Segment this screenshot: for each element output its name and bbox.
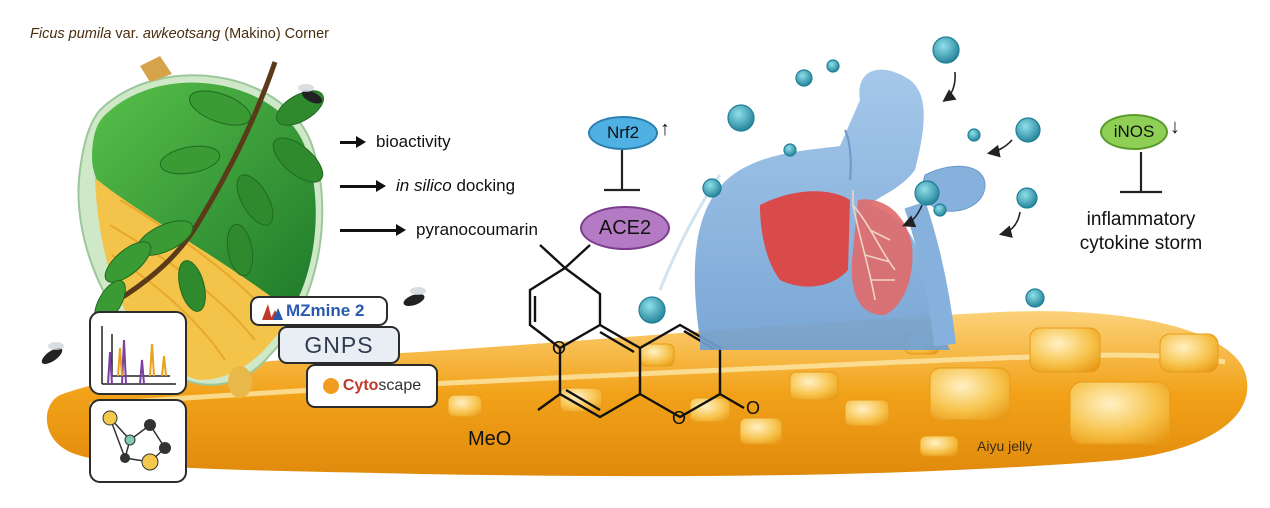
- cytoscape-label-b: scape: [378, 377, 422, 394]
- ring-oxygen: O: [552, 338, 567, 358]
- mzmine-peak-icon: [262, 304, 283, 320]
- species-epithet: awkeotsang: [142, 26, 221, 42]
- ace2-pill: ACE2: [580, 206, 670, 250]
- workflow-label: pyranocoumarin: [416, 220, 538, 239]
- species-genus: Ficus pumila: [30, 26, 112, 42]
- inos-down-arrow: ↓: [1170, 116, 1180, 138]
- lactone-oxygen: O: [672, 408, 687, 428]
- workflow-label: in silico docking: [396, 176, 515, 196]
- species-caption: Ficus pumila var. awkeotsang (Makino) Co…: [30, 26, 329, 42]
- species-author: (Makino) Corner: [220, 26, 329, 42]
- inhibition-nrf2-ace2: [604, 150, 640, 192]
- aiyu-jelly-label: Aiyu jelly: [977, 438, 1033, 454]
- mzmine-label: MZmine 2: [286, 301, 365, 320]
- pyranocoumarin-structure: [528, 244, 745, 419]
- jelly-highlight: [89, 352, 1226, 408]
- inos-pill: iNOS: [1100, 114, 1168, 150]
- virus-particles: [638, 36, 1045, 324]
- carbonyl-oxygen: O: [746, 398, 761, 418]
- gnps-logo: GNPS: [278, 326, 400, 364]
- cytoscape-icon: [322, 378, 339, 394]
- workflow-step-pyranocoumarin: pyranocoumarin: [340, 220, 538, 240]
- methoxy-label: MeO: [468, 428, 512, 450]
- arrow-icon: [340, 135, 366, 148]
- cytokine-storm-label: inflammatory cytokine storm: [1066, 208, 1216, 256]
- fig-branch: [94, 61, 324, 324]
- gnps-label: GNPS: [304, 331, 374, 358]
- workflow-step-docking: in silico docking: [340, 176, 515, 196]
- species-var: var.: [111, 26, 143, 42]
- arrow-icon: [340, 179, 386, 192]
- workflow-label: bioactivity: [376, 132, 451, 151]
- cytoscape-label-a: Cyto: [342, 377, 379, 394]
- molecular-network-icon: [89, 399, 187, 483]
- inhibition-inos-storm: [1120, 152, 1162, 194]
- docking-rest: docking: [451, 176, 516, 195]
- virus-arrows: [902, 71, 1021, 238]
- nrf2-up-arrow: ↑: [660, 118, 670, 140]
- arrow-icon: [340, 223, 406, 236]
- workflow-step-bioactivity: bioactivity: [340, 132, 451, 152]
- nrf2-pill: Nrf2: [588, 116, 658, 150]
- wasp-icon: [41, 84, 426, 365]
- jelly-pool: [46, 311, 1248, 477]
- patient-figure: [658, 69, 986, 350]
- chromatogram-icon: [89, 311, 187, 395]
- docking-italic: in silico: [396, 176, 452, 195]
- mzmine-logo: MZmine 2: [250, 296, 388, 326]
- storm-line-2: cytokine storm: [1079, 233, 1203, 254]
- storm-line-1: inflammatory: [1086, 209, 1196, 230]
